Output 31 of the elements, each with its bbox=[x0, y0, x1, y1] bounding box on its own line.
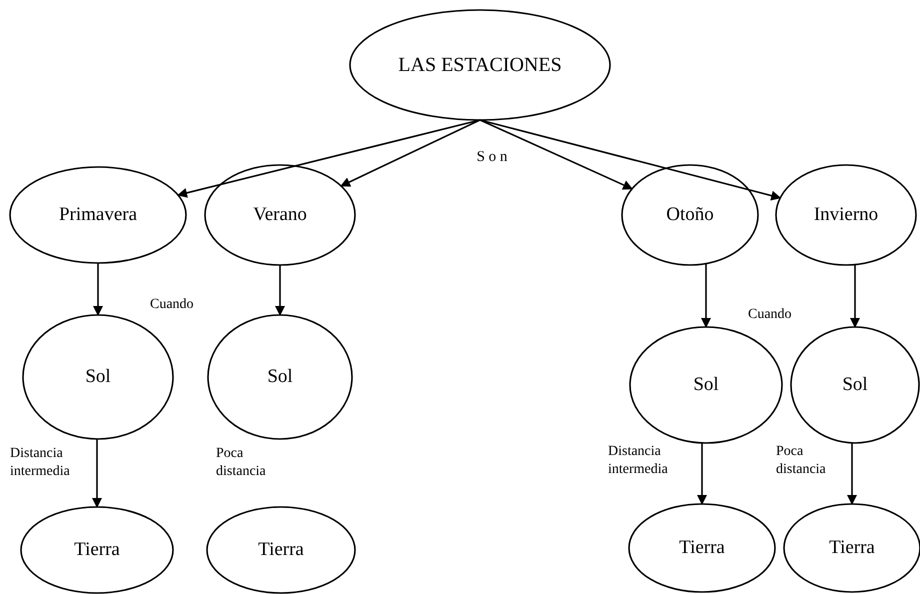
annotation-text: Poca distancia bbox=[776, 443, 827, 478]
annotation-text: S o n bbox=[476, 148, 508, 167]
node-label: Otoño bbox=[666, 203, 714, 227]
node-label: Invierno bbox=[814, 203, 878, 227]
arrow bbox=[275, 265, 285, 316]
node-label: Sol bbox=[267, 365, 293, 389]
arrow bbox=[850, 264, 860, 328]
annotation-text: Cuando bbox=[150, 296, 195, 314]
arrow bbox=[92, 439, 102, 508]
arrow bbox=[847, 442, 857, 505]
arrow bbox=[480, 119, 633, 190]
arrow bbox=[701, 264, 711, 328]
node-label: Sol bbox=[85, 365, 111, 389]
arrow bbox=[93, 263, 103, 316]
node-label: Primavera bbox=[58, 203, 138, 227]
arrow bbox=[480, 119, 782, 200]
node-label: Verano bbox=[253, 203, 307, 227]
node-label: Tierra bbox=[74, 538, 120, 562]
annotation-text: Poca distancia bbox=[216, 445, 267, 480]
node-label: Sol bbox=[842, 373, 868, 397]
arrow bbox=[697, 442, 707, 505]
node-label: Tierra bbox=[679, 536, 725, 560]
annotation-text: Cuando bbox=[748, 306, 793, 324]
arrow bbox=[340, 119, 480, 187]
node-label: Tierra bbox=[258, 538, 304, 562]
node-label: LAS ESTACIONES bbox=[398, 52, 562, 78]
node-label: Tierra bbox=[829, 536, 875, 560]
annotation-text: Distancia intermedia bbox=[10, 445, 71, 480]
annotation-text: Distancia intermedia bbox=[608, 443, 669, 478]
arrow bbox=[177, 119, 480, 198]
node-label: Sol bbox=[693, 373, 719, 397]
